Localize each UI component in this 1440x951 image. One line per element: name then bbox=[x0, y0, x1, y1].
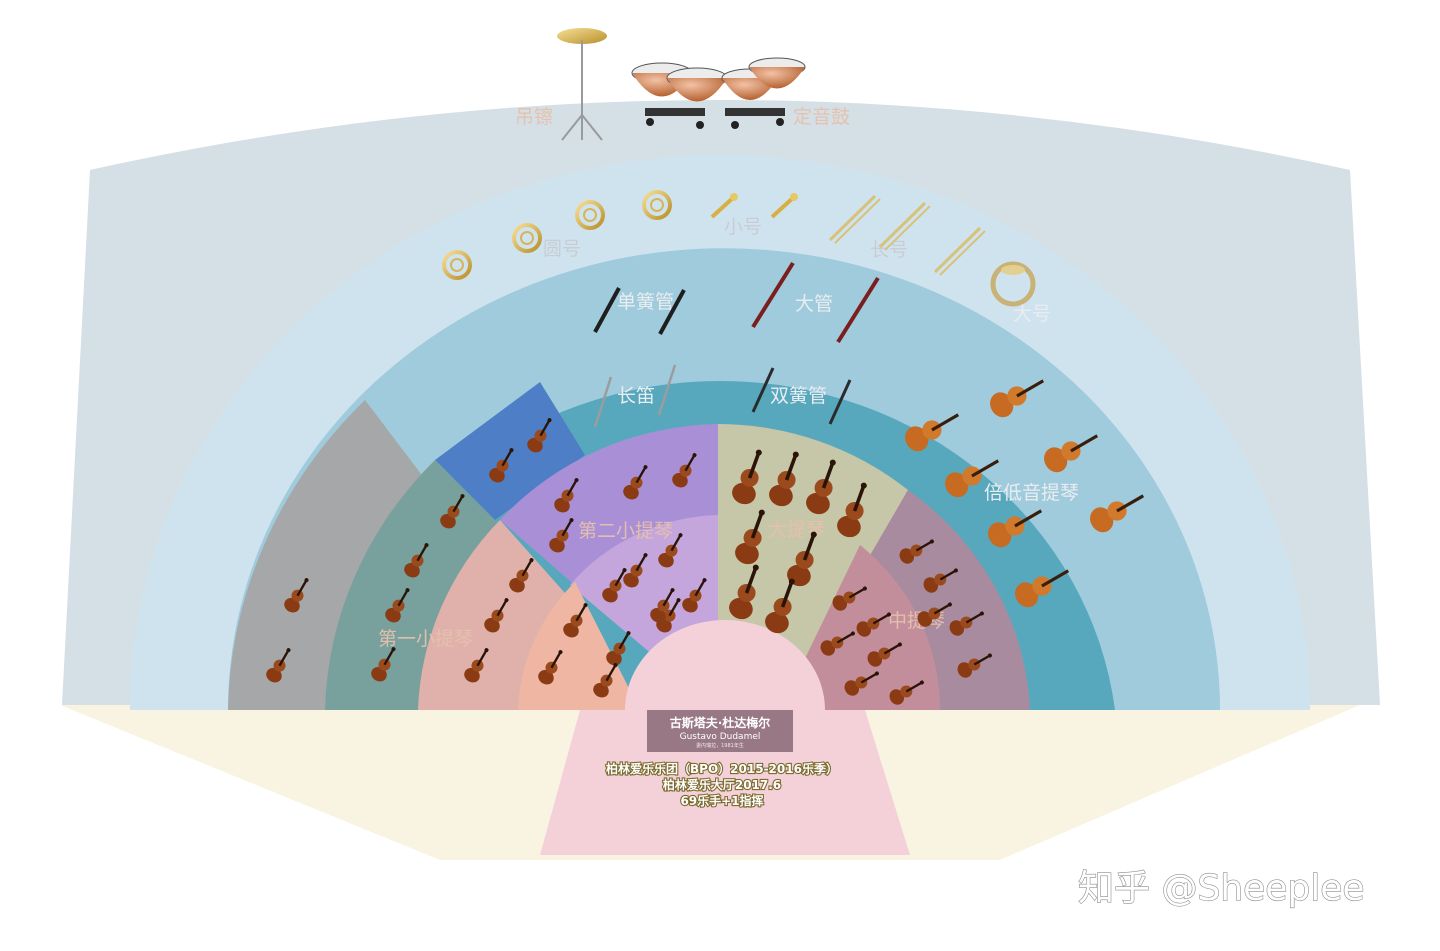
double-bass-icon bbox=[988, 509, 1043, 548]
violin-icon bbox=[549, 518, 574, 553]
label-tuba: 大号 bbox=[1013, 303, 1051, 325]
viola-icon bbox=[899, 539, 934, 564]
label-horn: 圆号 bbox=[543, 238, 581, 260]
violin-icon bbox=[385, 588, 410, 623]
label-double-bass: 倍低音提琴 bbox=[984, 482, 1079, 504]
violin-icon bbox=[554, 478, 579, 513]
cello-icon bbox=[765, 578, 795, 634]
conductor-note: 委内瑞拉，1981年生 bbox=[696, 742, 744, 749]
horn-icon bbox=[442, 250, 472, 280]
violin-icon bbox=[371, 647, 396, 682]
double-bass-icon bbox=[945, 459, 1000, 498]
cello-icon bbox=[735, 509, 765, 565]
trombone-icon bbox=[828, 194, 881, 244]
cello-icon bbox=[732, 449, 762, 505]
violin-icon bbox=[602, 568, 627, 603]
cello-icon bbox=[806, 459, 836, 515]
violin-icon bbox=[593, 663, 618, 698]
label-cymbal: 吊镲 bbox=[515, 106, 553, 128]
label-cello: 大提琴 bbox=[768, 519, 825, 541]
double-bass-icon bbox=[905, 413, 960, 452]
info-hall: 柏林爱乐大厅2017.6 bbox=[663, 777, 781, 792]
violin-icon bbox=[672, 453, 697, 488]
oboe-icon bbox=[751, 367, 775, 413]
violin-icon bbox=[623, 553, 648, 588]
trumpet-icon bbox=[770, 193, 798, 219]
conductor-name-en: Gustavo Dudamel bbox=[680, 732, 761, 742]
double-bass-icon bbox=[1044, 434, 1099, 473]
label-clarinet: 单簧管 bbox=[617, 291, 674, 313]
info-orchestra: 柏林爱乐乐团（BPO）2015-2016乐季） bbox=[606, 761, 838, 776]
violin-icon bbox=[440, 494, 465, 529]
timpani-icon bbox=[631, 57, 806, 129]
conductor-name: 古斯塔夫·杜达梅尔 bbox=[670, 715, 771, 730]
flute-icon bbox=[657, 364, 677, 416]
oboe-icon bbox=[828, 379, 852, 425]
double-bass-icon bbox=[1090, 494, 1145, 533]
label-trumpet: 小号 bbox=[724, 216, 762, 238]
label-trombone: 长号 bbox=[870, 239, 908, 261]
instrument-icons bbox=[266, 190, 1145, 705]
cello-icon bbox=[729, 564, 759, 620]
viola-icon bbox=[917, 602, 952, 627]
horn-icon bbox=[575, 200, 605, 230]
cymbal-icon bbox=[557, 28, 607, 141]
watermark: 知乎 @Sheeplee bbox=[1078, 868, 1365, 909]
violin-icon bbox=[563, 603, 588, 638]
viola-icon bbox=[867, 642, 902, 667]
flute-icon bbox=[593, 376, 613, 428]
bassoon-icon bbox=[751, 261, 795, 329]
viola-icon bbox=[957, 653, 992, 678]
violin-icon bbox=[658, 533, 683, 568]
viola-icon bbox=[856, 612, 891, 637]
violin-icon bbox=[623, 465, 648, 500]
violin-icon bbox=[650, 588, 675, 623]
label-timpani: 定音鼓 bbox=[793, 106, 850, 128]
clarinet-icon bbox=[593, 287, 621, 333]
viola-icon bbox=[949, 611, 984, 636]
violin-icon bbox=[266, 648, 291, 683]
label-bassoon: 大管 bbox=[795, 293, 833, 315]
violin-icon bbox=[527, 418, 552, 453]
violin-icon bbox=[404, 543, 429, 578]
horn-icon bbox=[512, 223, 542, 253]
viola-icon bbox=[844, 671, 879, 696]
clarinet-icon bbox=[658, 289, 686, 335]
label-first-violin: 第一小提琴 bbox=[378, 628, 473, 650]
viola-icon bbox=[832, 586, 867, 611]
viola-icon bbox=[820, 631, 855, 656]
viola-icon bbox=[923, 568, 958, 593]
violin-icon bbox=[538, 650, 563, 685]
violin-icon bbox=[484, 598, 509, 633]
tuba-icon bbox=[990, 261, 1036, 307]
trombone-icon bbox=[933, 226, 986, 276]
violin-icon bbox=[489, 448, 514, 483]
label-second-violin: 第二小提琴 bbox=[578, 520, 673, 542]
viola-icon bbox=[889, 680, 924, 705]
trombone-icon bbox=[878, 201, 931, 251]
violin-icon bbox=[509, 558, 534, 593]
horn-icon bbox=[642, 190, 672, 220]
double-bass-icon bbox=[1015, 569, 1070, 608]
label-oboe: 双簧管 bbox=[770, 385, 827, 407]
violin-icon bbox=[606, 631, 631, 666]
conductor-box bbox=[647, 710, 793, 752]
label-flute: 长笛 bbox=[617, 385, 655, 407]
double-bass-icon bbox=[990, 379, 1045, 418]
violin-icon bbox=[284, 578, 309, 613]
violin-icon bbox=[464, 648, 489, 683]
cello-icon bbox=[837, 482, 867, 538]
violin-icon bbox=[682, 578, 707, 613]
cello-icon bbox=[769, 451, 799, 507]
info-count: 69乐手+1指挥 bbox=[680, 793, 763, 808]
bassoon-icon bbox=[836, 276, 880, 344]
trumpet-icon bbox=[710, 193, 738, 219]
